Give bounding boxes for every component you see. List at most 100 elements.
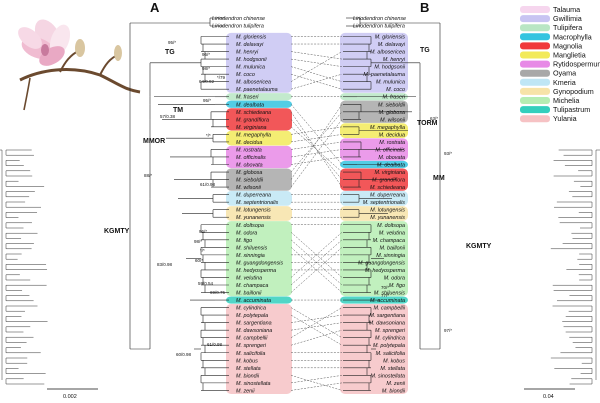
left-taxon-label: M. sprengeri <box>236 343 267 349</box>
left-taxon-label: M. duperreana <box>236 193 271 199</box>
support-value: 60/* <box>195 258 203 263</box>
right-taxon-label: M. officinalis <box>375 147 405 153</box>
tanglegram-connectors <box>290 36 343 391</box>
taxon-connector-line <box>290 329 343 346</box>
left-taxon-label: M. albosericea <box>236 80 271 86</box>
left-taxon-label: M. sargentiana <box>236 321 272 327</box>
clade-color-band <box>226 130 292 146</box>
left-taxon-label: M. decidua <box>236 140 262 146</box>
support-value: 69/0.75 <box>210 290 226 295</box>
taxon-connector-line <box>290 375 343 384</box>
legend-label: Magnolia <box>553 41 582 50</box>
taxon-connector-line <box>290 111 343 188</box>
support-value: 63/* <box>430 116 438 121</box>
right-taxon-label: M. shiluensis <box>374 291 405 297</box>
right-taxon-label: M. champaca <box>373 238 405 244</box>
legend-label: Tulipifera <box>553 23 582 32</box>
left-taxon-label: M. wilsonii <box>236 185 262 191</box>
right-taxon-label: M. polytepala <box>373 343 405 349</box>
legend-label: Oyama <box>553 69 576 78</box>
right-taxon-label: M. obovata <box>378 155 405 161</box>
support-value: 95/* <box>203 98 211 103</box>
taxon-connector-line <box>290 126 343 135</box>
clade-color-band <box>226 100 292 108</box>
right-taxon-label: M. salicifolia <box>376 351 405 357</box>
legend-swatch <box>520 115 550 123</box>
support-value: 97/* <box>444 328 452 333</box>
clade-label-left-tg: TG <box>165 49 175 56</box>
scale-label-right: 0.04 <box>543 394 554 400</box>
legend-swatch <box>520 60 550 68</box>
left-taxon-label: M. henryi <box>236 50 259 56</box>
legend-label: Macrophylla <box>553 32 592 41</box>
right-taxon-label: M. biondii <box>382 388 406 394</box>
legend-label: Kmeria <box>553 78 576 87</box>
left-taxon-label: M. dawsoniana <box>236 328 272 334</box>
taxon-connector-line <box>290 119 343 188</box>
legend-swatch <box>520 15 550 23</box>
clade-label-right-kgmty: KGMTY <box>466 243 492 250</box>
taxon-connector-line <box>290 314 343 323</box>
right-taxon-label: M. delavayi <box>378 42 406 48</box>
clade-label-left-tm: TM <box>173 107 183 114</box>
taxon-connector-line <box>290 141 343 150</box>
right-taxon-label: M. baillonii <box>380 245 406 251</box>
right-taxon-label: M. sargentiana <box>369 313 405 319</box>
clade-color-band <box>226 206 292 221</box>
left-taxon-label: M. globosa <box>236 170 262 176</box>
clade-label-right-mm: MM <box>433 175 445 182</box>
clade-color-band <box>226 145 292 169</box>
right-taxon-label: M. zenii <box>386 381 405 387</box>
scale-bar-left: 0.002 <box>47 388 98 400</box>
left-taxon-label: M. mulunica <box>236 65 265 71</box>
left-taxon-label: M. campbellii <box>236 336 268 342</box>
legend-swatch <box>520 33 550 41</box>
support-value: 98/* <box>194 239 202 244</box>
right-taxon-label: M. rostrata <box>379 140 405 146</box>
right-taxon-label: M. campbellii <box>374 306 406 312</box>
legend-swatch <box>520 42 550 50</box>
panel-label-b: B <box>420 0 429 15</box>
clade-color-band <box>226 32 292 93</box>
right-taxon-label: M. septentrionalis <box>363 200 406 206</box>
right-taxon-label: M. wilsonii <box>380 117 406 123</box>
right-taxon-label: M. megaphylla <box>370 125 405 131</box>
clade-color-band <box>226 168 292 191</box>
taxon-connector-line <box>290 156 343 165</box>
taxon-connector-line <box>290 111 343 173</box>
support-value: 96/* <box>202 52 210 57</box>
left-taxon-label: M. sinostellata <box>236 381 270 387</box>
left-taxon-label: M. kobus <box>236 358 258 364</box>
right-taxon-label: M. yunanensis <box>370 215 405 221</box>
right-outer-tree <box>550 149 600 385</box>
support-value: 70/* <box>381 285 389 290</box>
left-taxon-label: M. figo <box>236 238 252 244</box>
clade-label-left-kgmty: KGMTY <box>104 228 130 235</box>
taxon-connector-line <box>290 73 343 90</box>
left-taxon-label: M. grandiflora <box>236 117 269 123</box>
right-taxon-label: M. kobus <box>383 358 405 364</box>
left-outgroup-1: Liriodendron chinense <box>212 16 265 22</box>
left-taxon-label: M. stellata <box>236 366 261 372</box>
left-taxon-label: M. baillonii <box>236 291 262 297</box>
legend-swatch <box>520 6 550 13</box>
clade-color-band <box>226 93 292 101</box>
taxon-connector-line <box>290 314 343 346</box>
left-taxon-label: M. obovata <box>236 163 263 169</box>
right-taxon-label: M. doltsopa <box>377 223 405 229</box>
support-value: 98/* <box>202 66 210 71</box>
support-value: 83/0.98 <box>157 262 173 267</box>
magnolia-flower-illustration <box>18 19 141 111</box>
scale-bar-right: 0.04 <box>524 388 575 400</box>
clade-label-right-tg: TG <box>420 47 430 54</box>
right-taxon-label: M. xinningia <box>376 253 405 259</box>
left-taxon-label: M. sieboldii <box>236 178 264 184</box>
support-value: 57/0.38 <box>160 114 176 119</box>
legend-swatch <box>520 69 550 77</box>
right-taxon-label: M. guangdongensis <box>358 260 405 266</box>
left-taxon-label: M. zenii <box>236 388 255 394</box>
taxon-connector-line <box>290 126 343 173</box>
right-taxon-label: M. coco <box>386 87 405 93</box>
left-taxon-label: M. guangdongensis <box>236 260 283 266</box>
